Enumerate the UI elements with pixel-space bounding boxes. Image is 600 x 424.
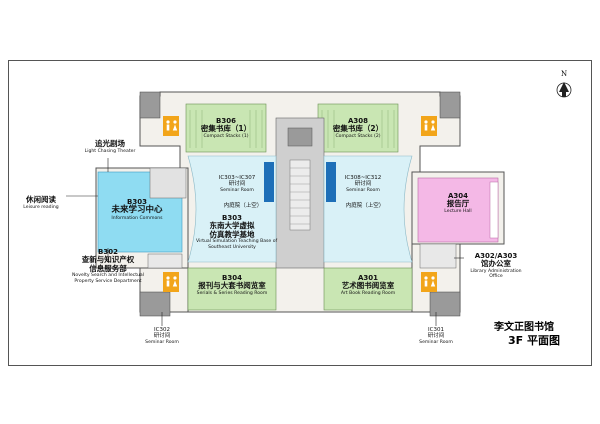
restroom-icon-se (421, 272, 437, 292)
a308-stacks (317, 103, 399, 153)
ic303-label: IC303~IC307 研讨间 Seminar Room (212, 175, 262, 193)
a308-code: A308 (347, 117, 369, 125)
ic302-en: Seminar Room (145, 339, 179, 345)
north-label: N (560, 70, 568, 78)
ic308-cn: 研讨间 (354, 181, 372, 188)
ic301-code: IC301 (428, 327, 444, 333)
courtyard-left-void (187, 155, 277, 263)
b303-info-cn: 未来学习中心 (111, 205, 163, 216)
a304-code: A304 (447, 192, 469, 200)
leisure-label: 休闲阅读 Leisure reading (18, 195, 64, 210)
ic303-strip (264, 162, 274, 202)
b302-label: B302 查新与知识产权 信息服务部 Novelty Search and In… (64, 248, 152, 284)
a308-cn: 密集书库（2） (332, 124, 384, 134)
b304-reading-room (187, 267, 277, 311)
a302-label: A302/A303 馆办公室 Library Administration Of… (462, 252, 530, 279)
b303-virtual-cn1: 东南大学虚拟 (209, 221, 255, 231)
b304-code: B304 (222, 274, 242, 282)
a302-en2: Office (489, 273, 503, 279)
courtyard-left-label: 内庭院（上空） (218, 203, 268, 209)
b302-en2: Property Service Department (74, 278, 142, 284)
leisure-en: Leisure reading (23, 204, 59, 210)
a302-cn: 馆办公室 (481, 259, 511, 269)
a302-code: A302/A303 (474, 252, 518, 260)
ic302-cn: 研讨间 (153, 333, 171, 340)
b306-cn: 密集书库（1） (200, 124, 252, 134)
b302-office (147, 253, 183, 269)
core-sw (139, 291, 171, 317)
a302-office (419, 243, 457, 269)
restroom-icon-sw (163, 272, 179, 292)
b303-info-code: B303 (127, 198, 147, 206)
leader-lines (66, 158, 464, 326)
b303-virtual-label: B303 东南大学虚拟 仿真教学基地 Virtual Simulation Te… (196, 214, 278, 250)
core-se (429, 291, 461, 317)
b306-stacks (185, 103, 267, 153)
ic303-cn: 研讨间 (228, 181, 246, 188)
ic302-label: IC302 研讨间 Seminar Room (144, 327, 180, 345)
a308-en: Compact Stacks (2) (335, 133, 381, 139)
light-theater-en: Light Chasing Theater (84, 148, 136, 154)
north-arrow-icon (556, 82, 572, 98)
a301-code: A301 (357, 274, 379, 282)
ic308-code: IC308~IC312 (344, 175, 382, 181)
stairs-icon (290, 167, 310, 225)
ic303-en: Seminar Room (220, 187, 254, 193)
ic303-code: IC303~IC307 (218, 175, 256, 181)
a301-en: Art Book Reading Room (340, 290, 396, 296)
courtyard-right-void (323, 155, 413, 263)
a304-lecture-hall (417, 177, 499, 243)
restroom-icon-nw (163, 116, 179, 136)
stack-lines (189, 110, 395, 148)
core-ne (439, 91, 461, 119)
courtyard-right-cn: 内庭院（上空） (345, 203, 385, 209)
a304-label: A304 报告厅 Lecture Hall (438, 192, 478, 214)
b302-code: B302 (98, 248, 118, 256)
a301-reading-room (323, 267, 413, 311)
light-theater-label: 追光剧场 Light Chasing Theater (70, 139, 150, 154)
a301-cn: 艺术图书阅览室 (341, 281, 395, 291)
a308-label: A308 密集书库（2） Compact Stacks (2) (326, 117, 390, 139)
map-floor: 3F 平面图 (508, 334, 560, 347)
b303-virtual-cn2: 仿真教学基地 (209, 229, 255, 239)
core-inner (287, 127, 313, 147)
ic301-cn: 研讨间 (427, 333, 445, 340)
core-stairs (289, 159, 311, 231)
b304-label: B304 报刊与大套书阅览室 Serials & Series Reading … (192, 274, 272, 296)
a304-en: Lecture Hall (444, 208, 472, 214)
a301-label: A301 艺术图书阅览室 Art Book Reading Room (328, 274, 408, 296)
ic308-en: Seminar Room (346, 187, 380, 193)
light-theater-cn: 追光剧场 (95, 139, 125, 148)
ic302-code: IC302 (154, 327, 170, 333)
core-nw (139, 91, 161, 119)
b304-cn: 报刊与大套书阅览室 (198, 281, 266, 291)
ic301-label: IC301 研讨间 Seminar Room (418, 327, 454, 345)
b303-info-label: B303 未来学习中心 Information Commons (104, 198, 170, 221)
ic308-label: IC308~IC312 研讨间 Seminar Room (338, 175, 388, 193)
stage (489, 181, 499, 239)
b306-code: B306 (216, 117, 236, 125)
b303-virtual-code: B303 (222, 214, 242, 222)
a302-en1: Library Administration (470, 268, 522, 274)
leisure-cn: 休闲阅读 (26, 195, 56, 204)
courtyard-left-cn: 内庭院（上空） (223, 203, 263, 209)
b304-en: Serials & Series Reading Room (196, 290, 268, 296)
b303-virtual-en1: Virtual Simulation Teaching Base of (196, 239, 278, 245)
map-title: 李文正图书馆 (494, 322, 554, 333)
a304-cn: 报告厅 (446, 199, 470, 209)
b303-info-en: Information Commons (111, 215, 163, 221)
restroom-icon-ne (421, 116, 437, 136)
theater-block (149, 167, 187, 199)
b302-cn1: 查新与知识产权 (81, 255, 135, 265)
b302-en1: Novelty Search and Intellectual (72, 273, 144, 279)
courtyard-right-label: 内庭院（上空） (340, 203, 390, 209)
ic308-strip (326, 162, 336, 202)
b306-en: Compact Stacks (1) (203, 133, 249, 139)
b306-label: B306 密集书库（1） Compact Stacks (1) (194, 117, 258, 139)
b303-virtual-en2: Southeast University (208, 244, 256, 250)
b302-cn2: 信息服务部 (89, 263, 127, 273)
ic301-en: Seminar Room (419, 339, 453, 345)
